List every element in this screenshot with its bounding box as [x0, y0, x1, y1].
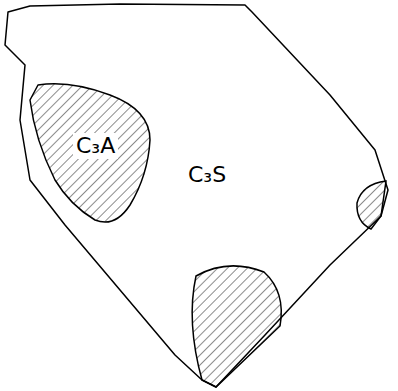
outline-path	[5, 4, 388, 387]
hatched-phase	[192, 266, 281, 387]
phase-label: C₃A	[73, 133, 118, 159]
outline-path	[30, 84, 150, 222]
phase-label: C₃S	[185, 162, 229, 188]
hatched-phase: C₃A	[28, 80, 154, 230]
hatched-phase	[357, 181, 386, 229]
